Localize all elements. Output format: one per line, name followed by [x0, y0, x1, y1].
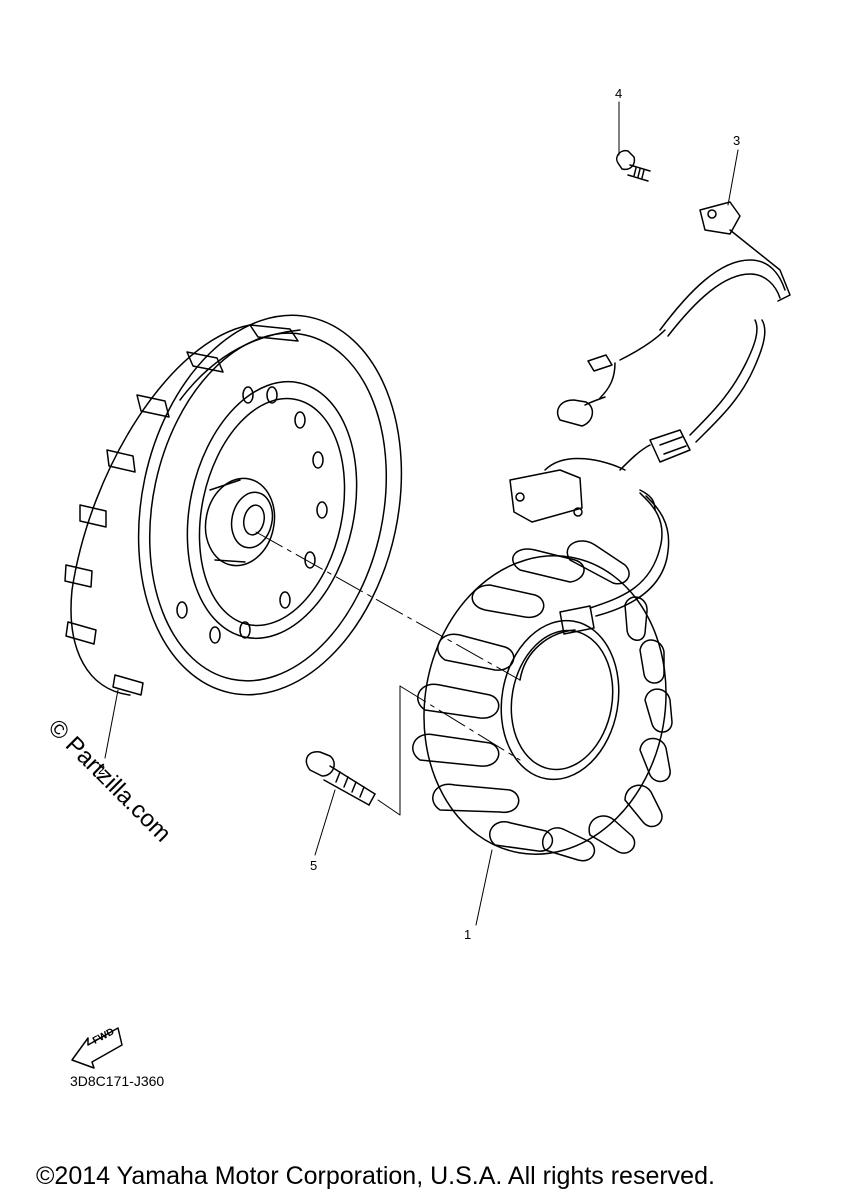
wire-harness [509, 201, 791, 617]
copyright-notice: ©2014 Yamaha Motor Corporation, U.S.A. A… [36, 1162, 715, 1190]
fwd-arrow-icon [71, 1027, 123, 1069]
bolt-4 [616, 149, 651, 182]
callout-4: 4 [615, 86, 623, 101]
screw-5 [305, 751, 376, 806]
callout-5: 5 [310, 858, 318, 873]
flywheel-rotor [64, 314, 403, 696]
diagram-code: 3D8C171-J360 [70, 1073, 165, 1089]
stator-coil [412, 540, 673, 862]
callout-1: 1 [464, 927, 472, 942]
callout-3: 3 [733, 133, 741, 148]
callout-2: 2 [98, 762, 106, 777]
leader-lines [104, 101, 739, 926]
